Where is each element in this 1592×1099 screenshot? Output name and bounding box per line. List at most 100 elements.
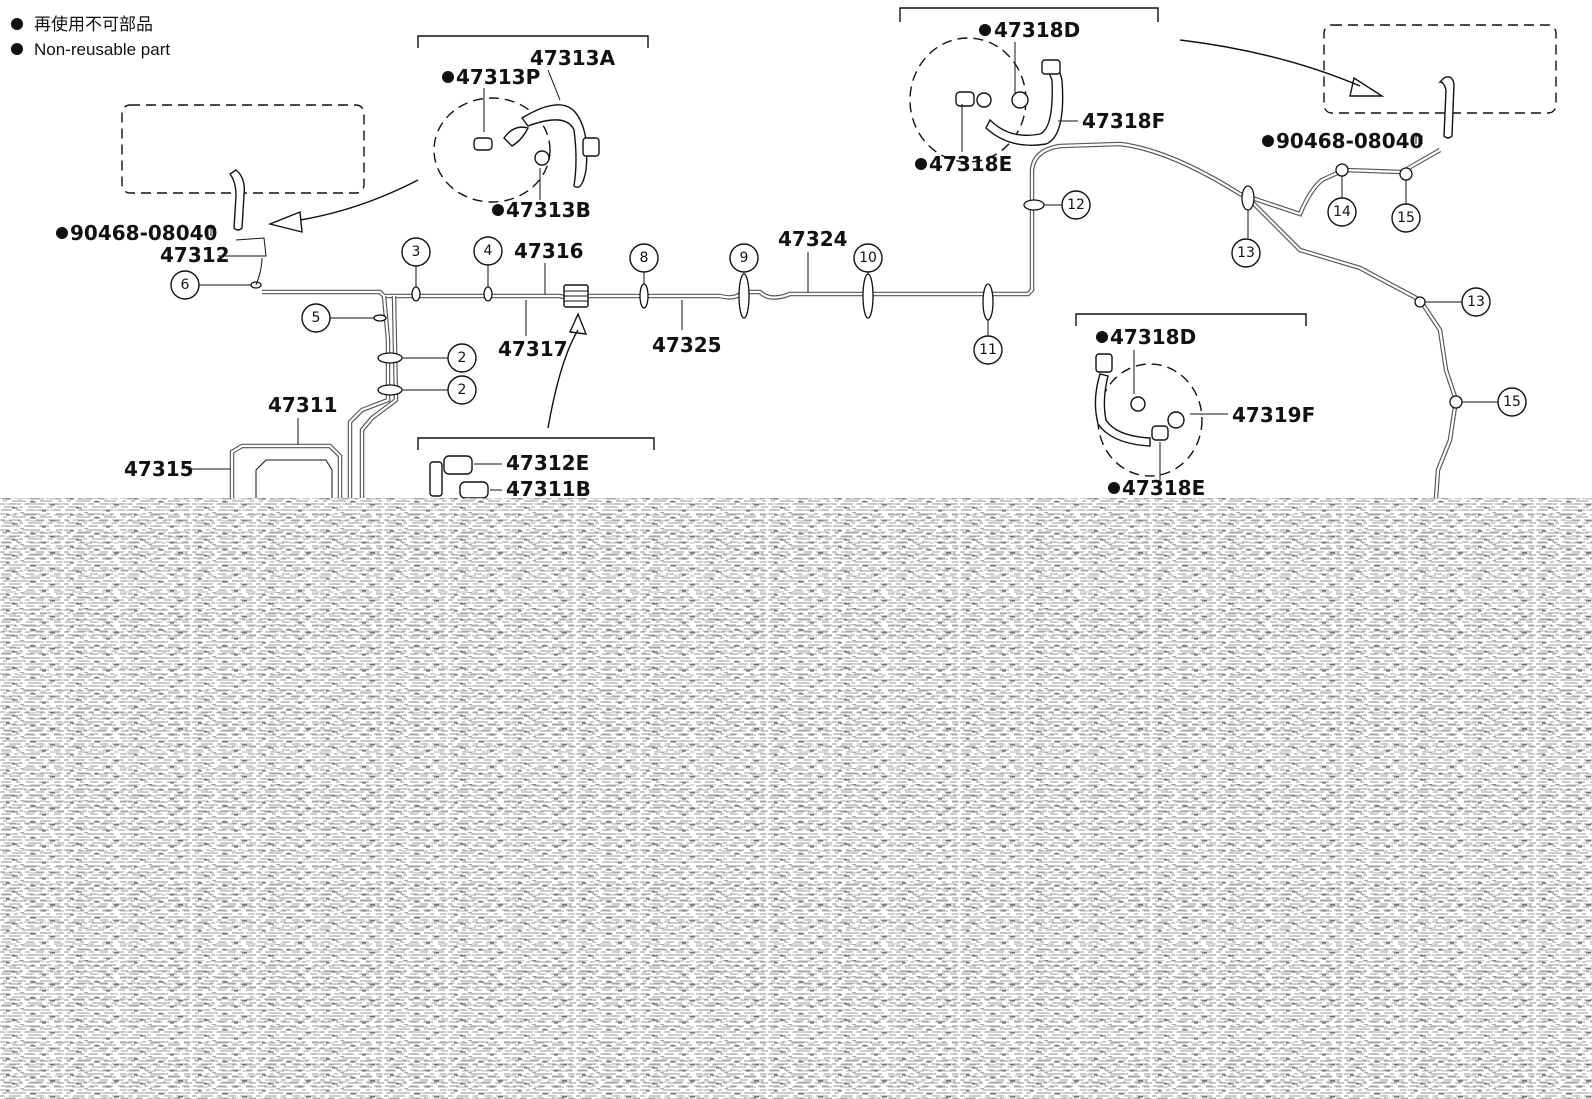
detail-47312E: 47312E 47311B [417, 437, 655, 501]
clamp-47311B [459, 481, 489, 499]
bolt-47318D-bot [1130, 396, 1146, 412]
hose-47313A [520, 104, 588, 188]
pipe-left-down-2-inner [360, 295, 398, 498]
callouts: 2 2 3 4 5 6 8 9 10 11 12 13 13 14 15 15 [170, 190, 1527, 417]
callout-bubble-10 [853, 243, 883, 273]
junction-block-lines [564, 290, 588, 302]
fitting-47319F [1095, 353, 1113, 373]
callout-bubble-15b [1497, 387, 1527, 417]
banjo-47318F [976, 92, 992, 108]
callout-11: 11 [979, 342, 997, 358]
direction-arrow-icon [1349, 76, 1385, 97]
detail-47318-top: 47318D 47318F 47318E [899, 7, 1165, 176]
fitting-47313A [582, 137, 600, 157]
part-47313A: 47313A [530, 46, 616, 70]
callout-2a: 2 [458, 350, 467, 366]
non-reusable-dot-icon [1108, 482, 1120, 494]
non-reusable-dot-icon [979, 24, 991, 36]
callout-bubble-6 [170, 270, 200, 300]
clip-11 [982, 283, 994, 321]
clip-13b [1414, 296, 1426, 308]
leader-47313A [547, 69, 561, 101]
callout-14: 14 [1333, 204, 1351, 220]
part-47312E: 47312E [506, 451, 589, 475]
pipe-left-down-2 [359, 295, 399, 498]
detail-circle-47313 [433, 97, 551, 203]
detail-47319F: 47318D 47319F 47318E [1075, 313, 1315, 500]
callout-15a: 15 [1397, 210, 1415, 226]
part-47324: 47324 [778, 227, 848, 251]
non-reusable-dot-icon [11, 43, 23, 55]
legend-en: Non-reusable part [34, 40, 170, 59]
pipe-right-down [1248, 198, 1459, 499]
legend: 再使用不可部品 Non-reusable part [11, 14, 170, 59]
clip-2b [377, 384, 403, 396]
part-47315: 47315 [124, 457, 194, 481]
callout-bubble-12 [1061, 190, 1091, 220]
pipe-47315-inner [230, 444, 342, 498]
callout-bubble-14 [1327, 197, 1357, 227]
clip-5 [373, 314, 387, 322]
part-47311: 47311 [268, 393, 338, 417]
non-reusable-dot-icon [442, 71, 454, 83]
clip-13a [1241, 185, 1255, 211]
clip-3 [411, 286, 421, 302]
part-47313P: 47313P [456, 65, 540, 89]
direction-arrow-icon [547, 329, 579, 429]
banjo-47313A [503, 126, 530, 147]
callout-13a: 13 [1237, 245, 1255, 261]
callout-9: 9 [740, 250, 749, 266]
clip-12 [1023, 199, 1045, 211]
leader-47312 [218, 237, 267, 257]
left-hose-end [228, 169, 246, 231]
pipe-left-down-inner [348, 295, 390, 498]
non-reusable-dot-icon [11, 18, 23, 30]
clip-10 [862, 273, 874, 319]
clip-15a [1399, 167, 1413, 181]
direction-arrow-icon [1179, 39, 1361, 87]
clamp-base-icon [429, 461, 443, 497]
callout-8: 8 [640, 250, 649, 266]
clip-8 [639, 283, 649, 309]
bolt-47318D [1011, 91, 1029, 109]
non-reusable-dot-icon [492, 204, 504, 216]
part-47313B: 47313B [506, 198, 591, 222]
right-detail: 90468-08040 [1262, 24, 1557, 153]
direction-arrow-icon [299, 179, 419, 221]
pipe-main [262, 141, 1442, 301]
part-47318D-top: 47318D [994, 18, 1080, 42]
pipe-right-down-inner [1249, 199, 1458, 499]
non-reusable-dot-icon [1096, 331, 1108, 343]
hose-47319F [1094, 373, 1151, 447]
pipe-left-down [347, 295, 391, 498]
callout-bubble-2a [447, 343, 477, 373]
pipe-47315 [229, 443, 343, 498]
clip-icon [1415, 135, 1423, 144]
callout-5: 5 [312, 310, 321, 326]
non-reusable-dot-icon [915, 158, 927, 170]
clip-4 [483, 286, 493, 302]
part-47319F: 47319F [1232, 403, 1315, 427]
direction-arrow-icon [568, 312, 588, 335]
detail-circle-47319F [1097, 363, 1203, 477]
direction-arrow-icon [267, 211, 303, 233]
callout-6: 6 [181, 277, 190, 293]
part-47316: 47316 [514, 239, 584, 263]
gasket-47318E [955, 91, 975, 107]
pipe-main-inner [262, 142, 1441, 300]
part-90468-left: 90468-08040 [70, 221, 217, 245]
callout-2b: 2 [458, 382, 467, 398]
callout-bubble-9 [729, 243, 759, 273]
part-47318E-bot: 47318E [1122, 476, 1205, 500]
clamp-47312E [443, 455, 473, 475]
clip-2a [377, 352, 403, 364]
legend-jp: 再使用不可部品 [34, 14, 153, 34]
callout-bubble-11 [973, 335, 1003, 365]
callout-bubble-3 [401, 237, 431, 267]
gasket-47313P [473, 137, 493, 151]
callout-bubble-13b [1461, 287, 1491, 317]
bracket-47319F [1075, 313, 1307, 326]
callout-leaders [330, 176, 1498, 403]
callout-15b: 15 [1503, 394, 1521, 410]
